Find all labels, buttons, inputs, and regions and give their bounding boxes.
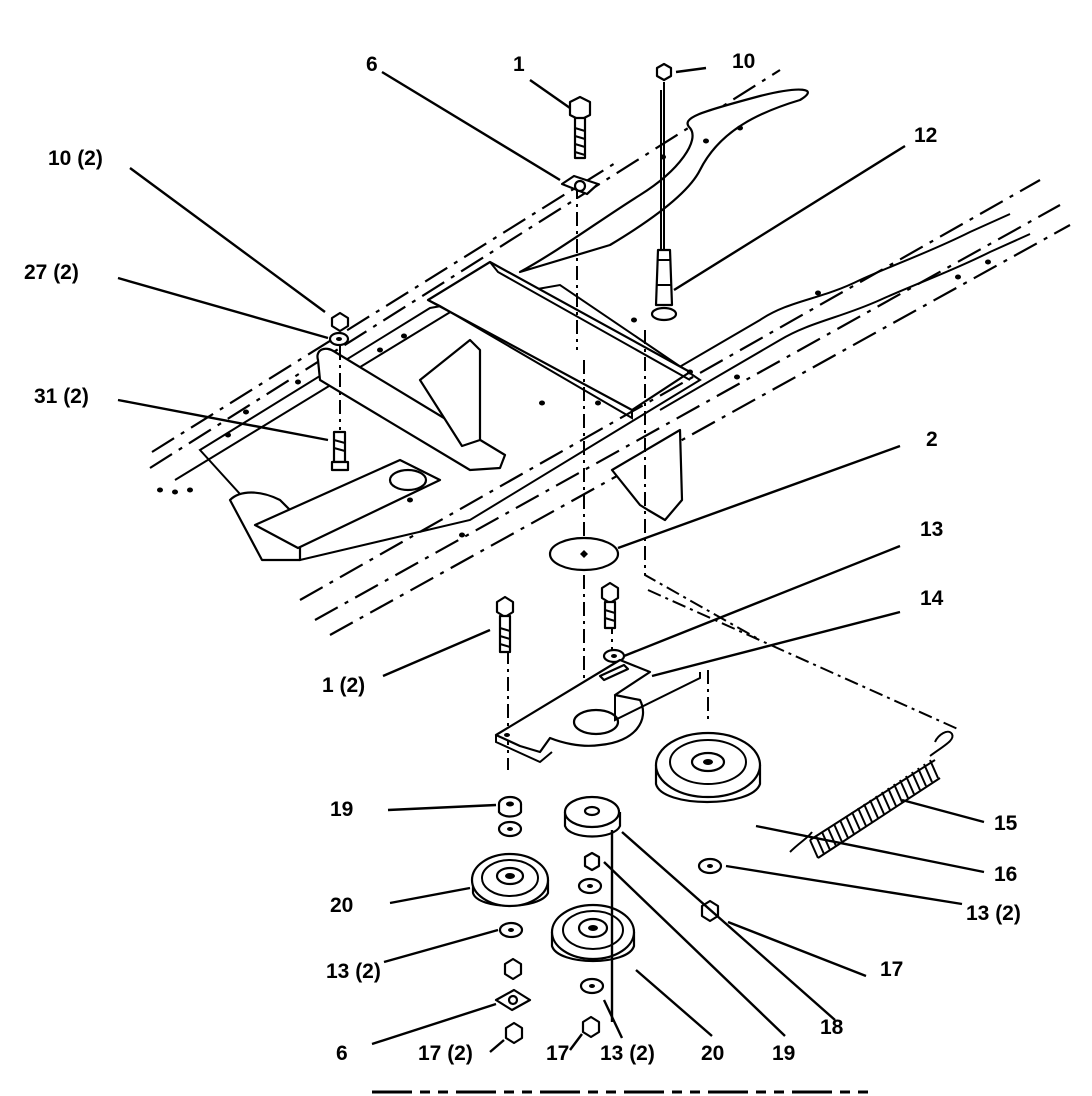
bolt-part-1-top <box>568 95 592 160</box>
callout-18: 18 <box>820 1016 844 1039</box>
callout-19-left: 19 <box>330 798 353 821</box>
callout-1-top: 1 <box>513 53 525 76</box>
idler-bracket-part-14 <box>494 658 701 764</box>
nut-part-17-bottom <box>581 1015 601 1039</box>
nut-plate-part-6-top <box>560 174 600 196</box>
callout-15: 15 <box>994 812 1018 835</box>
nut-part-10-2 <box>330 311 350 333</box>
nut-part-10-top <box>655 62 673 82</box>
mower-frame <box>149 69 1071 636</box>
callout-17-right: 17 <box>880 958 903 981</box>
pulley-part-16 <box>654 731 762 804</box>
callout-10-top: 10 <box>732 50 755 73</box>
washer-part-27-2 <box>328 331 350 347</box>
washer-part-13-left-b <box>498 921 524 939</box>
callout-12: 12 <box>914 124 937 147</box>
washer-part-13-left-a <box>497 820 523 838</box>
shoulder-bolt-part-12 <box>650 82 678 322</box>
spring-part-15 <box>789 730 954 859</box>
assembly-axes <box>507 185 961 770</box>
pulley-part-20-left <box>470 852 550 908</box>
callout-17-2: 17 (2) <box>418 1042 473 1065</box>
callout-13-top: 13 <box>920 518 943 541</box>
washer-part-2 <box>548 536 620 572</box>
spacer-part-18 <box>563 795 622 838</box>
callout-27-2: 27 (2) <box>24 261 79 284</box>
callout-6-top: 6 <box>366 53 378 76</box>
callout-13-2-left: 13 (2) <box>326 960 381 983</box>
nut-part-17-left-b <box>504 1021 524 1045</box>
washer-part-13-bottom <box>579 977 605 995</box>
callout-13-2-bottom: 13 (2) <box>600 1042 655 1065</box>
callout-16: 16 <box>994 863 1017 886</box>
callout-20-left: 20 <box>330 894 353 917</box>
callout-2: 2 <box>926 428 938 451</box>
callout-19-bottom: 19 <box>772 1042 795 1065</box>
callout-17-bottom: 17 <box>546 1042 569 1065</box>
leader-lines <box>117 66 985 1053</box>
spacer-part-19-center <box>583 851 601 872</box>
nut-part-17-left-a <box>503 957 523 981</box>
callout-1-2: 1 (2) <box>322 674 365 697</box>
nut-plate-part-6-bottom <box>494 988 532 1012</box>
washer-part-13-center <box>577 877 603 895</box>
callout-10-2: 10 (2) <box>48 147 103 170</box>
callout-14: 14 <box>920 587 944 610</box>
callout-20-bottom: 20 <box>701 1042 724 1065</box>
spacer-part-19-left <box>497 795 523 818</box>
washer-part-13-right <box>697 857 723 875</box>
bolt-part-31-2 <box>330 346 350 472</box>
bolt-part-1-2 <box>495 595 515 654</box>
callout-13-2-right: 13 (2) <box>966 902 1021 925</box>
callout-31-2: 31 (2) <box>34 385 89 408</box>
pulley-part-20-center <box>550 903 636 962</box>
callout-6-bottom: 6 <box>336 1042 348 1065</box>
callout-labels: 6 1 10 12 10 (2) 27 (2) 31 (2) 2 13 14 1… <box>24 50 1021 1065</box>
bolt-part-13-top <box>600 581 620 630</box>
